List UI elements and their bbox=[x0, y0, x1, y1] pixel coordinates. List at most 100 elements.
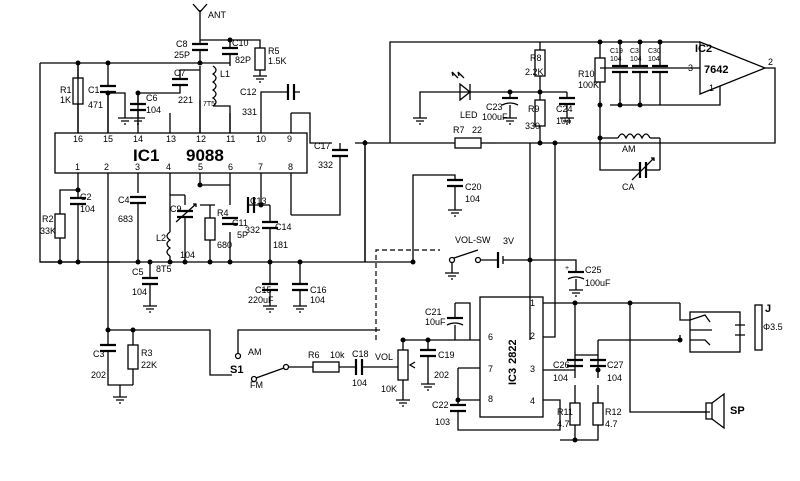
ic3-part: 2822 bbox=[507, 339, 519, 363]
c21-value: 10uF bbox=[425, 317, 446, 327]
c24-label: C24 bbox=[556, 104, 573, 114]
r6-value: 10k bbox=[330, 350, 345, 360]
c8-label: C8 bbox=[176, 39, 188, 49]
ic1-pin-7: 7 bbox=[258, 162, 263, 172]
r3-label: R3 bbox=[141, 348, 153, 358]
r10-value: 100K bbox=[578, 80, 599, 90]
c27-value: 104 bbox=[607, 373, 622, 383]
ic1-pin-4: 4 bbox=[166, 162, 171, 172]
c10-label: C10 bbox=[232, 38, 249, 48]
l2-label: L2 bbox=[156, 233, 166, 243]
junction-dots bbox=[57, 37, 683, 443]
c13-label: C13 bbox=[250, 196, 267, 206]
c20-value: 104 bbox=[465, 194, 480, 204]
c4-label: C4 bbox=[118, 195, 130, 205]
ic1-pin-11: 11 bbox=[226, 134, 235, 144]
r5-label: R5 bbox=[268, 46, 280, 56]
r9-label: R9 bbox=[528, 104, 540, 114]
l1-value: 7T5 bbox=[203, 101, 215, 108]
ic3-body bbox=[479, 296, 544, 418]
r11-value: 4.7 bbox=[557, 419, 570, 429]
c25-value: 100uF bbox=[585, 278, 611, 288]
c19b-label: C19 bbox=[610, 48, 623, 55]
c3-value: 202 bbox=[91, 370, 106, 380]
ic1-pin-8: 8 bbox=[288, 162, 293, 172]
ic3-name: IC3 bbox=[507, 368, 519, 385]
ic3-pin-3: 3 bbox=[530, 364, 535, 374]
r7-label: R7 bbox=[453, 125, 465, 135]
c12-value: 331 bbox=[242, 107, 257, 117]
c16-value: 104 bbox=[310, 295, 325, 305]
ic2-pin-1: 1 bbox=[709, 83, 714, 93]
battery-label: 3V bbox=[503, 236, 514, 246]
ic2-pin-2: 2 bbox=[768, 57, 773, 67]
c18-value: 104 bbox=[352, 378, 367, 388]
c9-value: 104 bbox=[180, 250, 195, 260]
r9-value: 330 bbox=[525, 121, 540, 131]
c5-value: 104 bbox=[132, 287, 147, 297]
c23-label: C23 bbox=[486, 102, 503, 112]
s1-common-contact bbox=[282, 363, 290, 371]
r5-value: 1.5K bbox=[268, 56, 287, 66]
c19-value: 202 bbox=[434, 370, 449, 380]
c11-value: 5P bbox=[237, 230, 248, 240]
jack-body bbox=[689, 311, 741, 353]
ca-label: CA bbox=[622, 182, 635, 192]
ic1-pin-14: 14 bbox=[133, 134, 143, 144]
c11-label: C11 bbox=[232, 218, 248, 228]
c26-value: 104 bbox=[553, 373, 568, 383]
ic2-name: IC2 bbox=[695, 43, 712, 55]
r12-value: 4.7 bbox=[605, 419, 618, 429]
ic1-name: IC1 bbox=[133, 146, 159, 165]
s1-label: S1 bbox=[230, 364, 243, 376]
ic1-pin-1: 1 bbox=[75, 162, 80, 172]
c6-value: 104 bbox=[146, 105, 161, 115]
c30-value: 104 bbox=[648, 56, 660, 63]
c19b-value: 104 bbox=[610, 56, 622, 63]
ic1-pin-2: 2 bbox=[104, 162, 109, 172]
r12-label: R12 bbox=[605, 407, 622, 417]
c21-label: C21 bbox=[425, 307, 442, 317]
c1-value: 471 bbox=[88, 100, 103, 110]
r3-value: 22K bbox=[141, 360, 157, 370]
ic1-pin-15: 15 bbox=[103, 134, 113, 144]
c2-label: C2 bbox=[80, 192, 92, 202]
ic1-pin-12: 12 bbox=[196, 134, 206, 144]
ic3-pin-1: 1 bbox=[530, 298, 535, 308]
r2-label: R2 bbox=[42, 214, 54, 224]
c25-plus: + bbox=[565, 265, 569, 272]
jack-label: J bbox=[765, 303, 771, 315]
c3b-label: C3 bbox=[630, 48, 639, 55]
ic3-pin-7: 7 bbox=[488, 364, 493, 374]
r10-label: R10 bbox=[578, 69, 595, 79]
r4-value: 680 bbox=[217, 240, 232, 250]
c20-label: C20 bbox=[465, 182, 482, 192]
c1-label: C1 bbox=[88, 85, 100, 95]
vol-value: 10K bbox=[381, 384, 397, 394]
c2-value: 104 bbox=[80, 204, 95, 214]
r1-label: R1 bbox=[60, 85, 72, 95]
r11-label: R11 bbox=[557, 407, 573, 417]
ic2-part: 7642 bbox=[704, 64, 728, 76]
r7-resistor bbox=[454, 137, 482, 149]
vol-sw-label: VOL-SW bbox=[455, 235, 491, 245]
c12-label: C12 bbox=[240, 87, 257, 97]
r5-resistor bbox=[254, 47, 266, 71]
r1-value: 1K bbox=[60, 95, 71, 105]
c3-label: C3 bbox=[93, 349, 105, 359]
ic1-part: 9088 bbox=[186, 146, 224, 165]
r2-resistor bbox=[54, 213, 66, 239]
r7-value: 22 bbox=[472, 125, 482, 135]
ic1-body bbox=[54, 132, 308, 174]
s1-am-contact bbox=[234, 352, 242, 360]
c6-label: C6 bbox=[146, 93, 158, 103]
ic1-pin-5: 5 bbox=[198, 162, 203, 172]
c17-value: 332 bbox=[318, 160, 333, 170]
jack-value: Φ3.5 bbox=[763, 322, 783, 332]
ic3-label: IC3 2822 bbox=[507, 339, 519, 385]
s1-am-label: AM bbox=[248, 347, 262, 357]
ic3-pin-2: 2 bbox=[530, 331, 535, 341]
c19-label: C19 bbox=[438, 350, 455, 360]
